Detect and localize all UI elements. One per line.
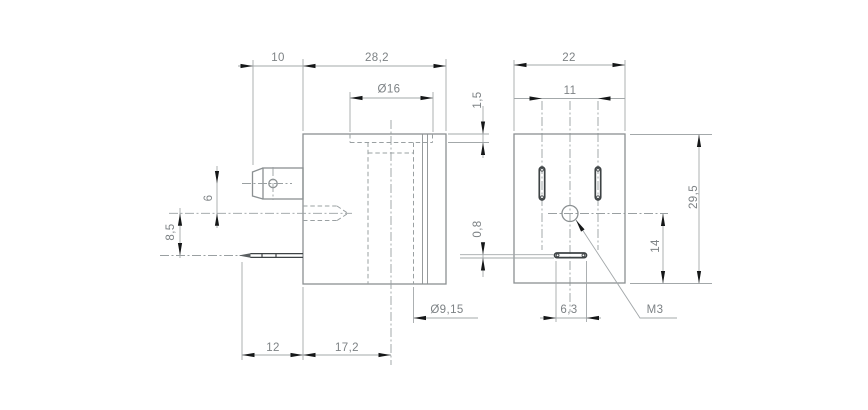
extension-lines [241, 59, 712, 360]
slot-end-hole [596, 167, 600, 172]
side-view-hidden-lines [303, 134, 433, 284]
centerlines [160, 101, 668, 365]
dim-spacing-6: 6 [203, 195, 215, 202]
dim-recess-dia-16: Ø16 [378, 84, 401, 96]
left-pin-slot [538, 166, 546, 201]
side-view-connector-cap [251, 167, 264, 200]
ground-tab-slot [553, 252, 588, 259]
slot-end-hole [581, 253, 586, 258]
dimension-labels: 10 28,2 Ø16 1,5 6 8,5 12 17,2 Ø9,15 0,8 … [165, 52, 700, 354]
dim-width-22: 22 [562, 52, 576, 64]
slot-end-hole [596, 195, 600, 200]
slot-end-hole [540, 195, 544, 200]
m3-leader-line [575, 219, 677, 319]
front-view-slots [538, 166, 602, 259]
drill-point-hidden [336, 212, 349, 221]
dim-recess-depth-1-5: 1,5 [472, 91, 484, 108]
dim-bore-dia-9-15: Ø9,15 [430, 304, 463, 316]
front-view [513, 133, 626, 284]
dim-width-28-2: 28,2 [365, 52, 389, 64]
label-m3-thread: M3 [647, 304, 664, 316]
front-view-body-outline [513, 133, 626, 284]
right-pin-slot [594, 166, 602, 201]
drill-point-hidden [336, 205, 349, 214]
dim-height-29-5: 29,5 [688, 185, 700, 209]
side-view-body-outline [302, 133, 447, 285]
m3-hole [561, 204, 579, 223]
dim-spacing-8-5: 8,5 [165, 223, 177, 240]
dim-hole-height-14: 14 [650, 239, 662, 253]
dim-center-17-2: 17,2 [335, 342, 359, 354]
dim-offset-10: 10 [271, 52, 285, 64]
dim-slot-spacing-11: 11 [564, 85, 577, 97]
side-view-ground-pin [238, 253, 303, 258]
dim-tab-thickness-0-8: 0,8 [472, 220, 484, 237]
dim-pin-length-12: 12 [266, 342, 280, 354]
slot-end-hole [540, 167, 544, 172]
slot-end-hole [555, 253, 560, 258]
side-view [251, 133, 447, 285]
dim-tab-width-6-3: 6,3 [560, 304, 577, 316]
pin-tip [238, 253, 251, 258]
dimension-lines [179, 64, 700, 356]
